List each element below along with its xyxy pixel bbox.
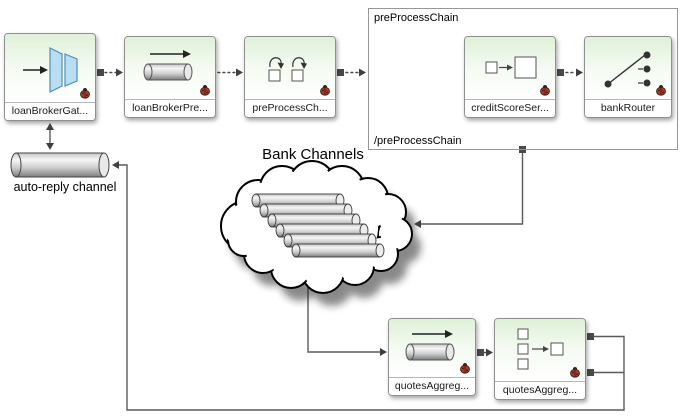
component-quotes-aggregator-channel: quotesAggreg... (388, 318, 476, 396)
ladybug-icon (460, 363, 470, 374)
chain-icon (245, 37, 335, 99)
service-activator-icon (465, 37, 555, 99)
ladybug-icon (570, 367, 580, 378)
router-icon (585, 37, 671, 99)
ladybug-icon (656, 85, 666, 96)
auto-reply-channel-cylinder (10, 152, 110, 178)
gateway-icon (5, 34, 95, 102)
ladybug-icon (200, 85, 210, 96)
component-label: bankRouter (585, 99, 671, 117)
component-credit-score-service: creditScoreSer... (464, 36, 556, 118)
bank-channel-cylinders (251, 193, 385, 258)
auto-reply-channel-label: auto-reply channel (13, 180, 117, 194)
arrowheads (46, 68, 583, 357)
channel-icon (125, 37, 215, 99)
component-label: preProcessCh... (245, 99, 335, 117)
component-loan-broker-gateway: loanBrokerGat... (4, 33, 96, 121)
channel-icon (389, 319, 475, 377)
component-label: quotesAggreg... (389, 377, 475, 395)
dotted-flows (104, 71, 577, 354)
component-loan-broker-pre: loanBrokerPre... (124, 36, 216, 118)
component-label: loanBrokerPre... (125, 99, 215, 117)
chain-open-label: preProcessChain (374, 12, 459, 24)
component-bank-router: bankRouter (584, 36, 672, 118)
ladybug-icon (80, 88, 90, 99)
component-quotes-aggregator: quotesAggreg... (494, 318, 586, 400)
chain-close-label: /preProcessChain (374, 135, 462, 147)
component-label: creditScoreSer... (465, 99, 555, 117)
component-label: quotesAggreg... (495, 381, 585, 399)
aggregator-icon (495, 319, 585, 381)
ladybug-icon (320, 85, 330, 96)
bank-channels-label: Bank Channels (262, 146, 364, 163)
component-label: loanBrokerGat... (5, 102, 95, 120)
pre-process-chain-container: preProcessChain /preProcessChain (368, 8, 678, 150)
component-pre-process-channel: preProcessCh... (244, 36, 336, 118)
ladybug-icon (540, 85, 550, 96)
